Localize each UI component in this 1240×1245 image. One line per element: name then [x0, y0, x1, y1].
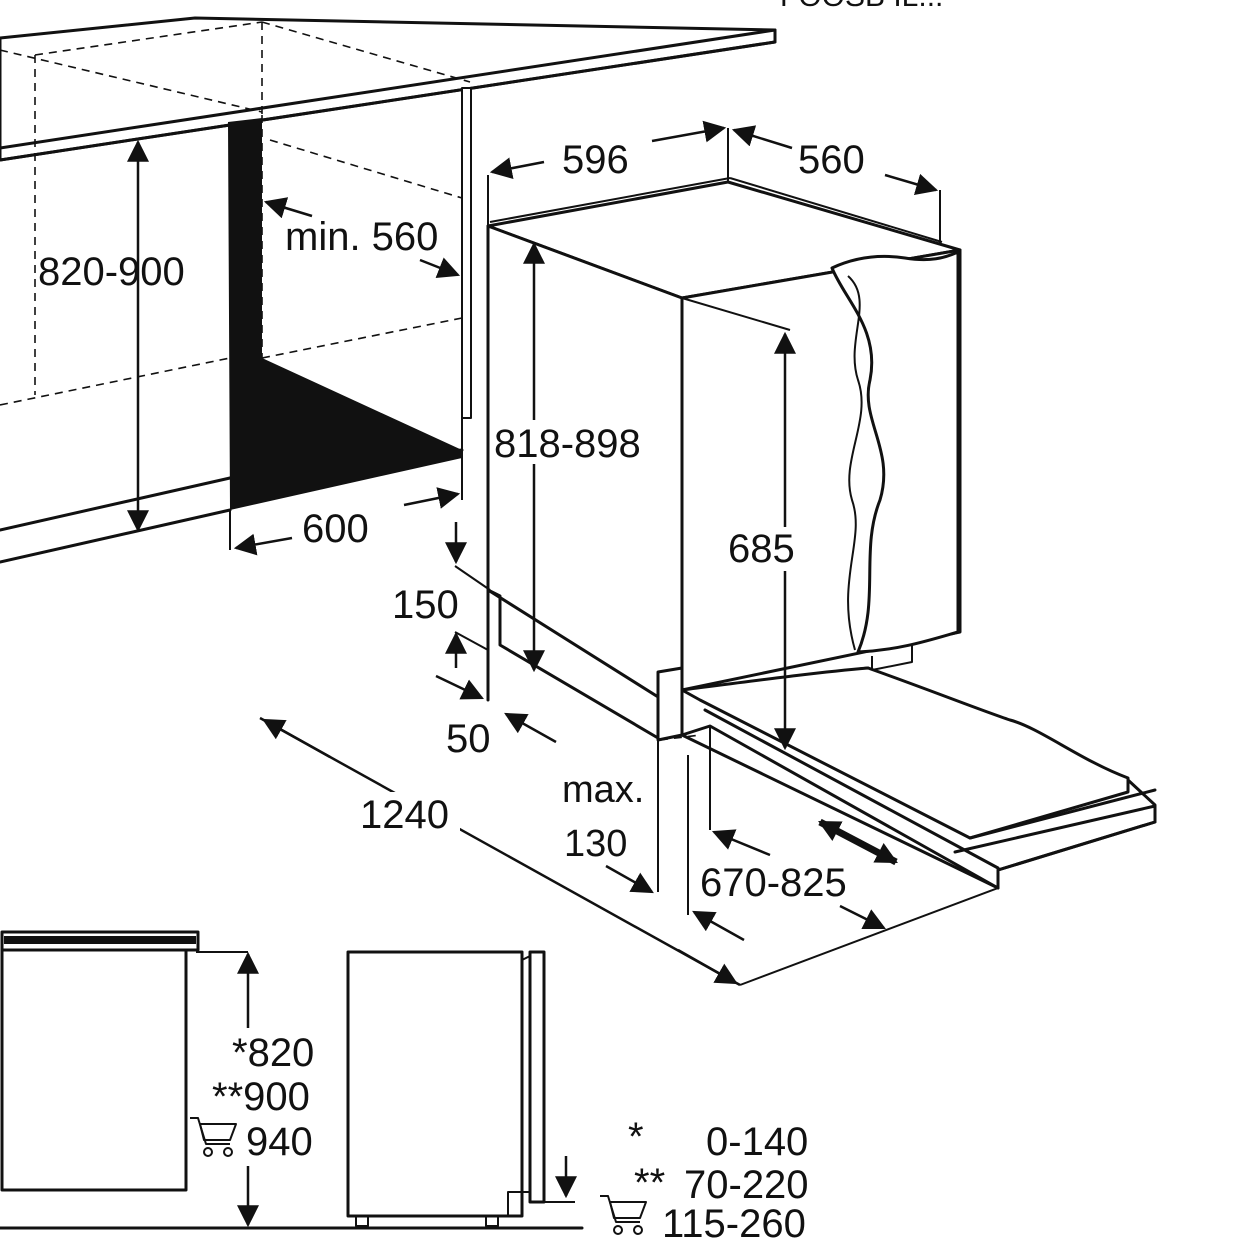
dim-arrow-appliance-depth-b: [884, 173, 939, 195]
lower-right-elevation: [346, 950, 577, 1227]
lower-right-r2-value: 70-220: [684, 1163, 809, 1207]
niche-side-wall: [228, 118, 462, 510]
dim-plinth-depth: 670-825: [700, 861, 847, 905]
lower-right-r3-value: 115-260: [662, 1202, 806, 1240]
adjust-double-arrow: [818, 818, 898, 866]
dim-arrow-appliance-depth-a: [731, 125, 793, 150]
dim-panel-depth: min. 560: [285, 215, 438, 259]
dim-niche-width: 600: [302, 507, 369, 551]
dim-arrow-max-b: [692, 910, 745, 942]
side-panel: [461, 87, 472, 419]
lower-right-r2-mark: **: [634, 1161, 665, 1205]
lower-left-body: [0, 948, 188, 1192]
dim-appliance-width: 596: [562, 138, 629, 182]
header-fragment: FOOSB IL...: [780, 0, 943, 13]
dim-arrow-appliance-width-a: [489, 157, 545, 180]
lower-left-h3: 940: [246, 1120, 313, 1164]
dim-arrow-plinth-depth-b: [839, 904, 886, 930]
dim-max-label: max.: [562, 769, 644, 811]
dim-arrow-niche-width-a: [233, 533, 293, 556]
dim-max-value: 130: [564, 823, 627, 865]
trolley-icon: [600, 1195, 647, 1235]
dim-arrow-plinth-offset-b: [504, 712, 557, 744]
lower-right-r1-mark: *: [628, 1115, 644, 1159]
dim-line-door-swing: [259, 716, 741, 987]
dishwasher-side: [486, 224, 684, 714]
dim-appliance-height: 818-898: [494, 422, 641, 466]
dim-arrow-panel-depth-a: [263, 197, 313, 219]
dim-arrow-appliance-width-b: [651, 120, 727, 143]
dim-arrow-panel-depth-b: [419, 257, 461, 278]
lower-left-h2: **900: [212, 1075, 310, 1119]
door-panel-cutaway: [830, 250, 960, 654]
dim-door-height: 685: [728, 527, 795, 571]
dim-arrow-plinth-depth-a: [711, 829, 771, 857]
dim-appliance-depth: 560: [798, 138, 865, 182]
dim-arrow-plinth-offset-a: [435, 674, 484, 700]
plinth-front: [656, 666, 684, 742]
dim-plinth-offset: 50: [446, 717, 491, 761]
lower-right-r1-value: 0-140: [706, 1120, 808, 1164]
lower-right-body: [346, 950, 524, 1218]
lower-left-h1: *820: [232, 1031, 314, 1075]
dim-door-swing: 1240: [360, 793, 449, 837]
lower-left-elevation: [0, 930, 584, 1230]
dim-arrow-niche-width-b: [403, 487, 461, 509]
dim-plinth-height: 150: [392, 583, 459, 627]
trolley-icon: [190, 1117, 237, 1157]
dim-arrow-max-a: [605, 864, 654, 894]
dim-cabinet-height: 820-900: [38, 250, 185, 294]
lower-right-door: [528, 950, 546, 1204]
kitchen-cabinet: [0, 16, 777, 564]
